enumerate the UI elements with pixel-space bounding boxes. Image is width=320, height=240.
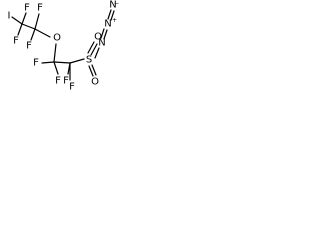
atom-nitrogen-2: N [104, 19, 111, 30]
bond-n1-n2-a [100, 28, 105, 39]
bond-o-c3 [53, 43, 57, 63]
bond-n2-n3-b [110, 10, 115, 21]
atom-oxygen-sulfonyl-down: O [91, 77, 99, 88]
atom-fluorine-top-right: F [37, 3, 43, 14]
charge-labels: + − [112, 0, 119, 24]
atom-fluorine-low-right-1: F [63, 76, 69, 87]
atom-sulfur: S [86, 55, 92, 66]
atom-fluorine-low-left-1: F [33, 58, 39, 69]
bond-s-o-up-a [87, 41, 95, 54]
bond-s-o-up-b [90, 43, 98, 56]
bond-c3-f-bottom [53, 61, 59, 75]
bond-c1-c2 [21, 23, 36, 30]
atom-nitrogen-1: N [98, 38, 105, 49]
bond-i-c1 [11, 16, 23, 25]
atom-fluorine-mid-right: F [26, 41, 32, 52]
atom-fluorine-low-left-2: F [55, 76, 61, 87]
bond-s-o-down-a [88, 65, 94, 77]
atom-labels: I F F F F O F F F F S O O N N N [8, 0, 117, 92]
bond-c3-c4 [53, 61, 71, 64]
charge-plus: + [112, 17, 117, 24]
bond-lines [11, 9, 115, 81]
bond-c2-f-top [34, 13, 40, 30]
atom-fluorine-top-left: F [24, 3, 30, 14]
bond-c3-f-left [41, 61, 55, 64]
atom-oxygen-sulfonyl-up: O [94, 32, 102, 43]
bond-c2-f-bottom [30, 28, 36, 41]
chemical-structure-diagram: I F F F F O F F F F S O O N N N + − [8, 0, 119, 92]
atom-oxygen-ether: O [53, 33, 61, 44]
charge-minus: − [114, 0, 119, 7]
bond-n1-n2-b [103, 29, 108, 40]
atom-fluorine-mid-left: F [13, 36, 19, 47]
bond-c1-f-top [21, 12, 27, 25]
atom-fluorine-low-right-2: F [69, 82, 75, 93]
bond-s-o-down-b [91, 64, 97, 76]
bond-s-n1 [94, 47, 100, 59]
bond-c2-o [34, 28, 51, 38]
bond-n2-n3-a [107, 9, 112, 20]
atom-nitrogen-3: N [109, 0, 116, 11]
atom-iodine: I [8, 11, 11, 22]
bond-c1-f-bottom [17, 23, 23, 36]
bond-c4-s [69, 58, 85, 64]
